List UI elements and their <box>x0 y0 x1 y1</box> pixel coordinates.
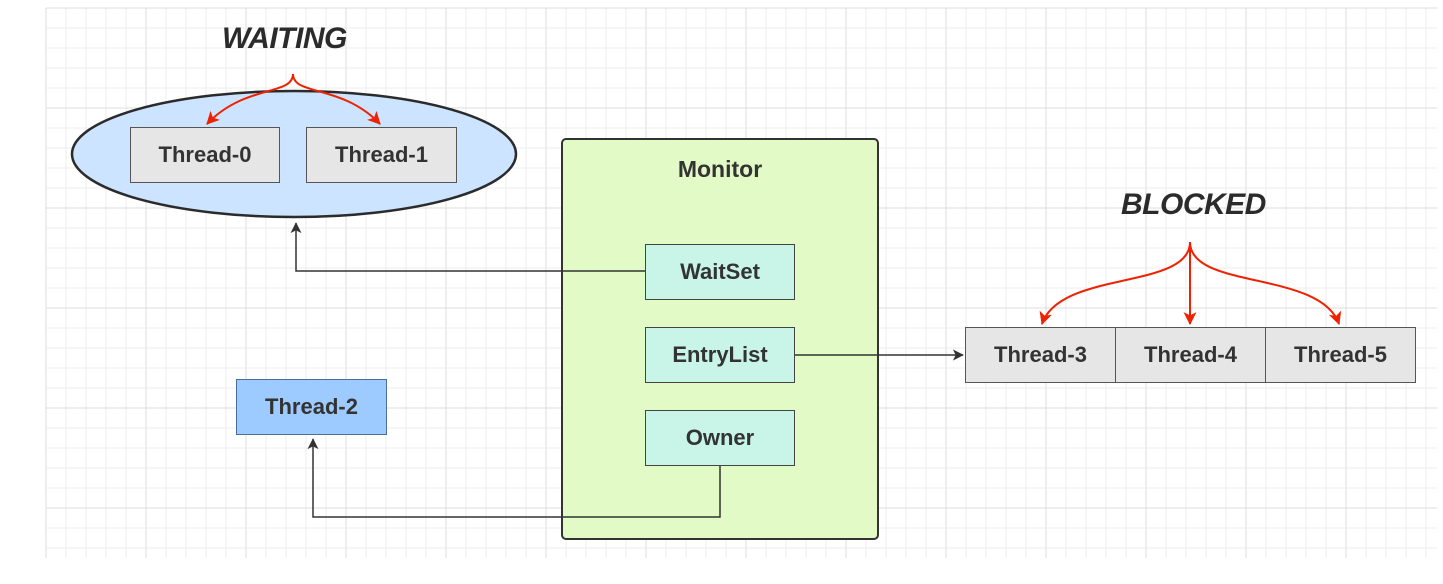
owner-field: Owner <box>645 410 795 466</box>
thread-2-box: Thread-2 <box>236 379 387 435</box>
blocked-caption: BLOCKED <box>1121 188 1266 221</box>
blocked-arrow-to-thread-3 <box>1039 241 1191 326</box>
thread-1-box: Thread-1 <box>306 127 457 183</box>
waitset-field: WaitSet <box>645 244 795 300</box>
owner-to-thread-2-arrow <box>307 438 721 518</box>
waiting-arrow-to-thread-1 <box>292 73 381 125</box>
waiting-caption: WAITING <box>222 22 347 55</box>
thread-5-box: Thread-5 <box>1265 327 1416 383</box>
waiting-ellipse <box>70 89 518 219</box>
waitset-to-waiting-arrow <box>290 222 645 272</box>
thread-0-box: Thread-0 <box>130 127 280 183</box>
thread-4-box: Thread-4 <box>1115 327 1266 383</box>
entrylist-field: EntryList <box>645 327 795 383</box>
waiting-arrow-to-thread-0 <box>206 73 294 125</box>
blocked-arrow-to-thread-5 <box>1189 241 1342 326</box>
thread-3-box: Thread-3 <box>965 327 1116 383</box>
monitor-title: Monitor <box>677 156 763 182</box>
